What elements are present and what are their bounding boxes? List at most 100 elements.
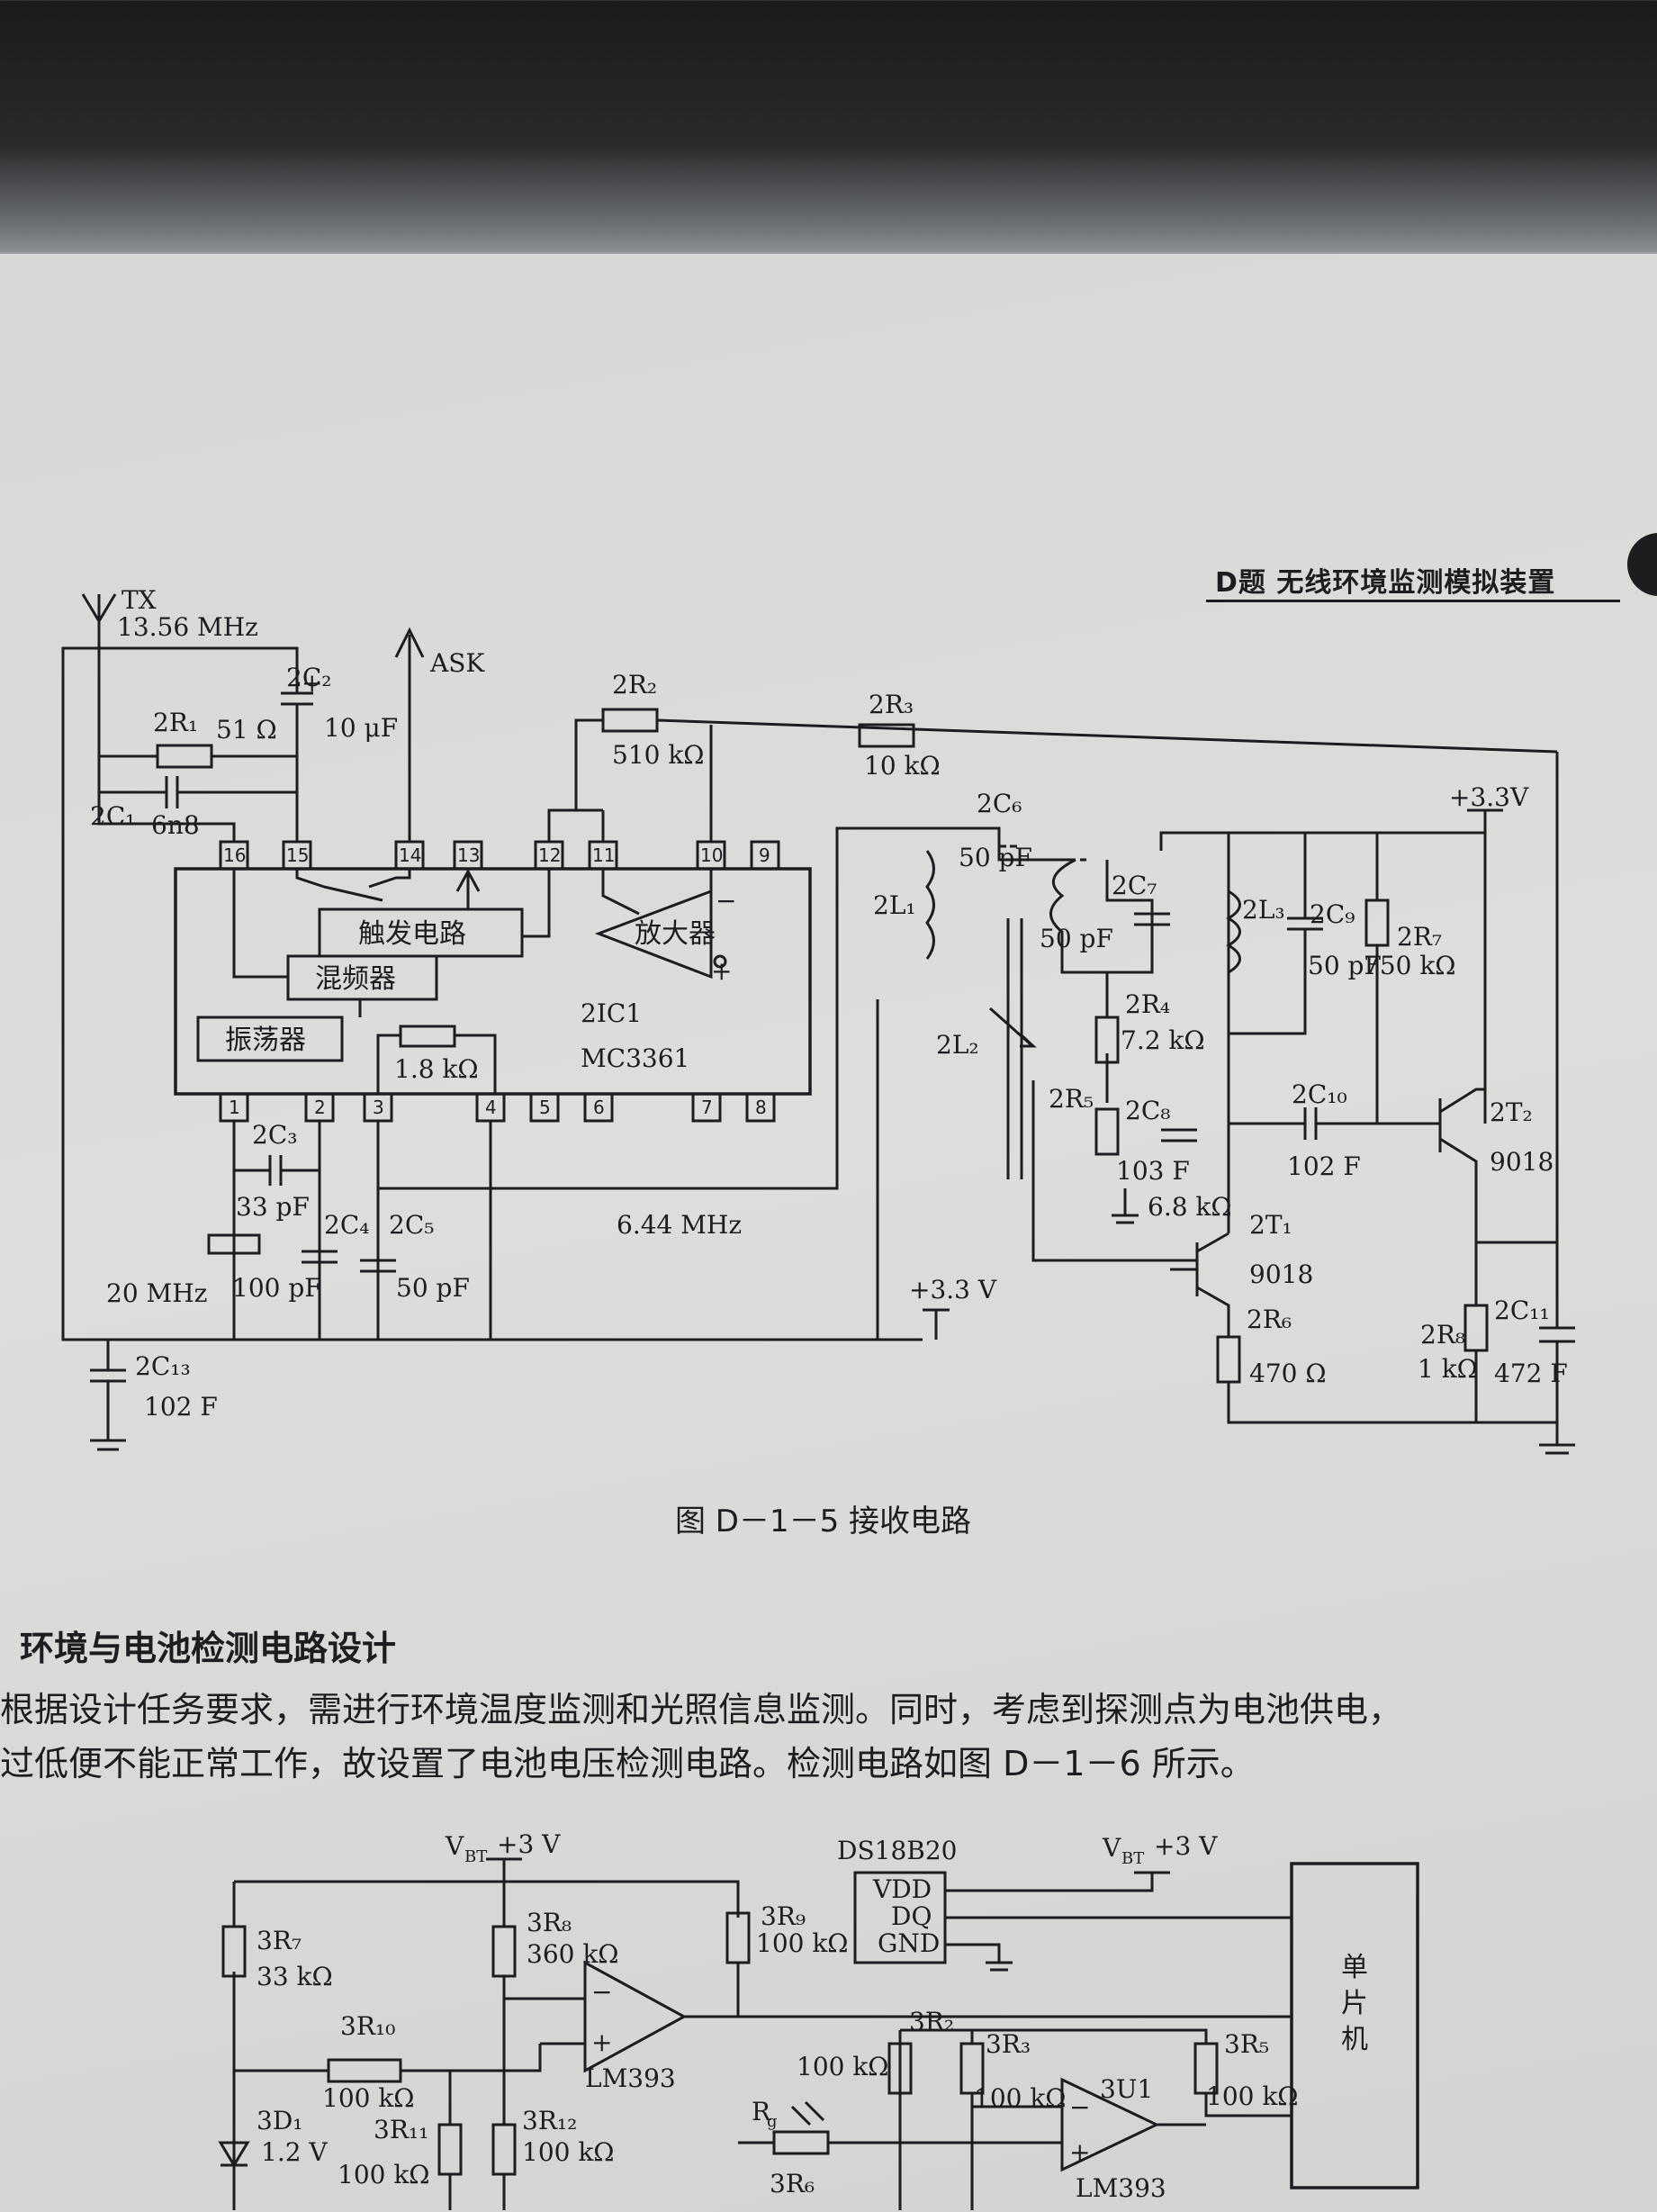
pin-11: 11	[592, 844, 615, 866]
figure-caption: 图 D－1－5 接收电路	[675, 1503, 972, 1539]
ds18b20-label: DS18B20	[837, 1836, 957, 1865]
resistor-3r8	[491, 1925, 517, 1978]
capacitor-2c2	[281, 671, 313, 842]
pin-9: 9	[759, 844, 770, 866]
r8b-value: 360 kΩ	[527, 1939, 619, 1969]
u1-label: 3U1	[1100, 2074, 1153, 2104]
r11-value: 100 kΩ	[338, 2160, 430, 2189]
capacitor-2c4	[302, 1250, 338, 1264]
c10-value: 102 F	[1287, 1151, 1361, 1181]
c11-value: 472 F	[1494, 1359, 1568, 1388]
bias-network-wire	[1031, 1080, 1197, 1262]
light-detect-wires	[898, 2028, 1292, 2210]
r5b-label: 3R₅	[1224, 2029, 1269, 2059]
trigger-label: 触发电路	[358, 918, 466, 950]
ic-name: 2IC1	[581, 998, 642, 1028]
cmp1-label: LM393	[585, 2063, 676, 2093]
oscillator-block	[196, 1016, 344, 1062]
r8-value: 1 kΩ	[1418, 1354, 1478, 1384]
r9b-label: 3R₉	[761, 1901, 806, 1931]
c1-value: 6n8	[151, 810, 200, 840]
capacitor-2c5	[360, 1259, 396, 1273]
header-rule	[1206, 600, 1620, 602]
amplifier-label: 放大器	[635, 918, 716, 950]
c2-plus: +	[302, 668, 322, 698]
pin-10: 10	[700, 844, 723, 866]
resistor-2r7	[1364, 898, 1390, 947]
transistor-2t1	[1170, 1232, 1230, 1337]
r5b-value: 100 kΩ	[1206, 2081, 1299, 2111]
capacitor-2c10	[1229, 1107, 1440, 1140]
mixer-label: 混频器	[315, 963, 396, 995]
r2b-label: 3R₂	[909, 2007, 954, 2036]
bottom-pin-wires	[232, 1121, 492, 1340]
ask-switch	[295, 869, 411, 902]
r6b-label: 3R₆	[770, 2169, 815, 2198]
crystal-20mhz	[207, 1233, 261, 1255]
capacitor-2c8	[1161, 1128, 1197, 1142]
c6-label: 2C₆	[977, 789, 1022, 818]
internal-resistor	[399, 1025, 456, 1048]
c2-value: 10 μF	[324, 713, 398, 743]
c5-label: 2C₅	[389, 1210, 434, 1240]
r5-label: 2R₅	[1049, 1084, 1094, 1114]
r10-value: 100 kΩ	[322, 2083, 415, 2113]
pin-16: 16	[223, 844, 246, 866]
ic-bottom-pins	[219, 1092, 776, 1123]
mcu-char-1: 单	[1341, 1952, 1368, 1983]
amp-minus: −	[716, 886, 736, 916]
c13-label: 2C₁₃	[135, 1351, 191, 1381]
rg-label: R	[752, 2097, 771, 2126]
if-wire	[378, 826, 923, 1190]
ic-part: MC3361	[581, 1043, 689, 1073]
r8b-wire	[502, 1882, 585, 2210]
r2-label: 2R₂	[612, 670, 657, 700]
vbt2-value: +3 V	[1154, 1831, 1218, 1861]
cmp2-minus: −	[1069, 2092, 1090, 2122]
resistor-2r6	[1216, 1335, 1241, 1384]
comparator-lm393-2	[1060, 2077, 1160, 2172]
c13-value: 102 F	[144, 1392, 218, 1422]
tx-label: TX	[122, 585, 157, 615]
cmp2-plus: +	[1069, 2137, 1090, 2167]
r3b-label: 3R₃	[986, 2029, 1031, 2059]
mcu-char-2: 片	[1341, 1988, 1368, 2019]
vcc2-label: +3.3V	[1449, 782, 1529, 812]
r2b-value: 100 kΩ	[797, 2052, 889, 2081]
vbt1-label: V	[445, 1831, 464, 1861]
ask-label: ASK	[429, 648, 485, 678]
r1-label: 2R₁	[153, 708, 198, 737]
mcu-block	[1290, 1862, 1419, 2189]
pin13-arrow	[455, 868, 481, 909]
antenna-symbol	[81, 593, 117, 648]
t2-part: 9018	[1490, 1147, 1553, 1177]
c9-value: 50 pF	[1308, 951, 1382, 980]
inductor-2l2-core	[1006, 918, 1023, 1179]
resistor-3r7	[221, 1925, 247, 1978]
r6-label: 2R₆	[1247, 1305, 1292, 1334]
r6-value: 470 Ω	[1249, 1359, 1327, 1388]
amplifier-triangle	[594, 889, 713, 980]
capacitor-2c1	[99, 776, 297, 808]
c6-wire	[923, 826, 1086, 862]
vbt2-sub: BT	[1121, 1849, 1144, 1868]
vbt1-sub: BT	[464, 1847, 487, 1866]
r4-value: 7.2 kΩ	[1121, 1025, 1205, 1055]
l3-label: 2L₃	[1242, 895, 1285, 925]
t1-part: 9018	[1249, 1259, 1313, 1289]
inductor-2l3	[1226, 831, 1485, 974]
amp-plus-node	[713, 954, 727, 969]
r7b-label: 3R₇	[257, 1926, 302, 1955]
cmp2-label: LM393	[1076, 2173, 1166, 2203]
r3-label: 2R₃	[869, 690, 914, 719]
capacitor-2c9	[1229, 833, 1323, 1035]
resistor-2r5	[1094, 1107, 1120, 1156]
r7-label: 2R₇	[1397, 922, 1442, 952]
resistor-2r1	[99, 744, 297, 769]
vcc1-label: +3.3 V	[909, 1275, 997, 1305]
c5-value: 50 pF	[396, 1273, 470, 1303]
capacitor-2c13	[90, 1340, 126, 1451]
c8-label: 2C₈	[1125, 1096, 1170, 1125]
cmp2-wires	[738, 2105, 1206, 2144]
r8b-label: 3R₈	[527, 1908, 572, 1937]
